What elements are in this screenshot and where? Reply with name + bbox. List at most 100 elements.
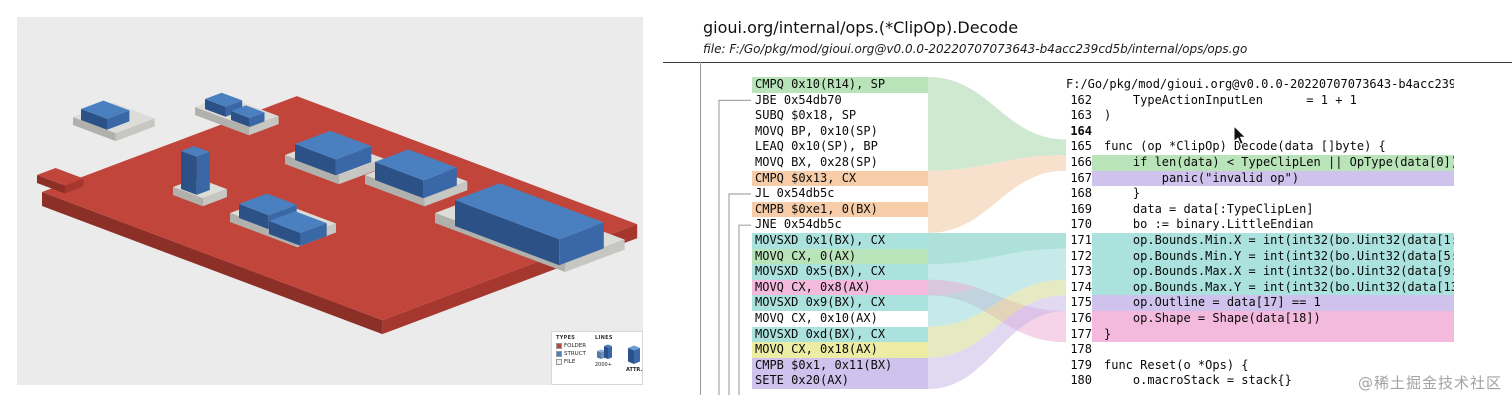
city-block-face xyxy=(269,221,301,246)
legend-item-struct: STRUCT xyxy=(556,351,592,357)
source-line[interactable]: 176 op.Shape = Shape(data[18]) xyxy=(1066,310,1454,327)
assembly-instruction[interactable]: LEAQ 0x10(SP), BP xyxy=(755,139,878,154)
source-line[interactable]: 163) xyxy=(1066,108,1454,124)
city-block-face xyxy=(37,168,84,186)
city-block-face xyxy=(239,193,297,216)
city-block-face xyxy=(37,175,65,194)
code-city-canvas[interactable] xyxy=(17,17,643,385)
assembly-instruction[interactable]: MOVSXD 0xd(BX), CX xyxy=(752,326,928,343)
assembly-instruction[interactable]: MOVSXD 0x9(BX), CX xyxy=(752,295,928,311)
source-line[interactable]: 172 op.Bounds.Min.Y = int(int32(bo.Uint3… xyxy=(1066,248,1454,265)
city-block-face xyxy=(295,130,372,160)
legend-item-label: FOLDER xyxy=(564,343,587,349)
source-code-text: bo := binary.LittleEndian xyxy=(1104,217,1314,232)
source-code-text: func Reset(o *Ops) { xyxy=(1104,357,1249,372)
city-block-face xyxy=(335,146,372,176)
assembly-instruction[interactable]: JBE 0x54db70 xyxy=(755,92,842,107)
city-block-face xyxy=(225,100,243,117)
city-block-face xyxy=(205,99,226,117)
source-line[interactable]: 171 op.Bounds.Min.X = int(int32(bo.Uint3… xyxy=(1066,232,1454,249)
line-number: 170 xyxy=(1070,217,1092,232)
city-block-face xyxy=(195,107,249,136)
city-block-face xyxy=(230,213,297,248)
legend-item-folder: FOLDER xyxy=(556,343,592,349)
source-line[interactable]: 173 op.Bounds.Max.X = int(int32(bo.Uint3… xyxy=(1066,264,1454,280)
city-block-face xyxy=(173,187,203,207)
assembly-instruction[interactable]: MOVSXD 0x1(BX), CX xyxy=(752,232,928,249)
source-code-text: op.Bounds.Max.Y = int(int32(bo.Uint32(da… xyxy=(1092,279,1454,296)
source-code-text: op.Bounds.Max.X = int(int32(bo.Uint32(da… xyxy=(1092,264,1454,280)
city-block-face xyxy=(295,144,336,176)
source-code-text: func (op *ClipOp) Decode(data []byte) { xyxy=(1104,139,1386,154)
city-block-face xyxy=(205,92,243,107)
assembly-instruction[interactable]: MOVQ CX, 0x8(AX) xyxy=(752,279,928,296)
line-number: 168 xyxy=(1070,186,1092,201)
assembly-instruction[interactable]: SUBQ $0x18, SP xyxy=(755,108,857,123)
assembly-instruction[interactable]: CMPQ $0x13, CX xyxy=(752,170,928,187)
source-line[interactable]: 169 data = data[:TypeClipLen] xyxy=(1066,202,1454,218)
assembly-instruction[interactable]: MOVSXD 0x5(BX), CX xyxy=(752,264,928,280)
source-line[interactable]: 180 o.macroStack = stack{} xyxy=(1066,373,1454,389)
source-line[interactable]: 168 } xyxy=(1066,186,1454,202)
assembly-instruction[interactable]: CMPB $0x1, 0x11(BX) xyxy=(752,357,928,374)
source-code-text: TypeActionInputLen = 1 + 1 xyxy=(1104,92,1357,107)
city-block-face xyxy=(565,239,625,272)
city-block-face xyxy=(249,112,265,127)
source-line[interactable]: 174 op.Bounds.Max.Y = int(int32(bo.Uint3… xyxy=(1066,279,1454,296)
source-line[interactable]: 162 TypeActionInputLen = 1 + 1 xyxy=(1066,93,1454,109)
jump-arrow xyxy=(718,99,751,395)
city-block-face xyxy=(73,117,116,142)
jump-lines xyxy=(718,99,751,395)
source-code-text: o.macroStack = stack{} xyxy=(1104,373,1292,388)
city-block-face xyxy=(248,116,279,136)
line-number: 172 xyxy=(1070,248,1092,263)
legend-item-label: FILE xyxy=(564,359,576,365)
function-title: gioui.org/internal/ops.(*ClipOp).Decode xyxy=(703,18,1019,37)
line-number: 179 xyxy=(1070,357,1092,372)
source-line[interactable]: 166 if len(data) < TypeClipLen || OpType… xyxy=(1066,154,1454,171)
assembly-instruction[interactable]: MOVQ CX, 0(AX) xyxy=(752,248,928,265)
line-number: 167 xyxy=(1070,170,1092,185)
city-block-face xyxy=(300,223,327,246)
assembly-instruction[interactable]: MOVQ CX, 0x10(AX) xyxy=(755,310,878,325)
source-line[interactable]: 179 func Reset(o *Ops) { xyxy=(1066,358,1454,374)
mouse-cursor xyxy=(1233,126,1247,145)
assembly-instruction[interactable]: MOVQ BX, 0x28(SP) xyxy=(755,154,878,169)
city-block-face xyxy=(64,178,84,194)
city-block-face xyxy=(455,200,560,266)
legend-item-label: STRUCT xyxy=(564,351,586,357)
city-block-face xyxy=(423,167,457,199)
line-number: 177 xyxy=(1070,326,1092,341)
assembly-instruction[interactable]: CMPQ 0x10(R14), SP xyxy=(752,77,928,93)
source-line[interactable]: 167 panic("invalid op") xyxy=(1066,170,1454,187)
source-line[interactable]: 178 xyxy=(1066,342,1454,358)
assembly-instruction[interactable]: SETE 0x20(AX) xyxy=(752,373,928,389)
source-line[interactable]: 164 xyxy=(1066,124,1454,140)
disassembly-panel: gioui.org/internal/ops.(*ClipOp).Decode … xyxy=(663,0,1512,401)
city-block-face xyxy=(81,109,107,130)
city-block-face xyxy=(559,222,604,266)
assembly-instruction[interactable]: JL 0x54db5c xyxy=(755,186,835,201)
legend-lines-section: LINES 2000+ xyxy=(595,335,623,382)
city-block-face xyxy=(269,211,327,233)
source-file-header: F:/Go/pkg/mod/gioui.org@v0.0.0-202207070… xyxy=(1066,77,1454,91)
line-number: 178 xyxy=(1070,342,1092,357)
assembly-instruction[interactable]: MOVQ CX, 0x18(AX) xyxy=(752,342,928,358)
source-line[interactable]: 170 bo := binary.LittleEndian xyxy=(1066,217,1454,233)
source-code-text: panic("invalid op") xyxy=(1092,170,1454,187)
assembly-instruction[interactable]: JNE 0x54db5c xyxy=(755,217,842,232)
line-number: 163 xyxy=(1070,108,1092,123)
assembly-instruction[interactable]: MOVQ BP, 0x10(SP) xyxy=(755,123,878,138)
source-code-text xyxy=(1092,342,1454,358)
source-line[interactable]: 175 op.Outline = data[17] == 1 xyxy=(1066,295,1454,311)
lines-scale-icon xyxy=(597,344,612,359)
flow-ribbon xyxy=(928,264,1066,327)
assembly-instruction[interactable]: CMPB $0xe1, 0(BX) xyxy=(752,201,928,218)
city-block-face xyxy=(239,204,269,230)
city-block-face xyxy=(231,105,265,118)
code-city-panel: TYPES FOLDER STRUCT FILE LINES xyxy=(17,17,643,385)
line-number: 171 xyxy=(1070,232,1092,247)
source-line[interactable]: 177} xyxy=(1066,326,1454,343)
